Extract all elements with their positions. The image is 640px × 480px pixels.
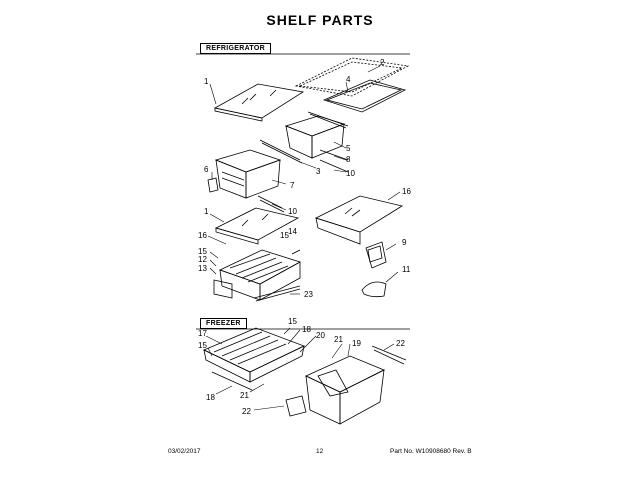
glass-shelf-part-16 — [314, 195, 404, 245]
callout-6: 6 — [204, 165, 209, 174]
callout-numbers: 1 2 4 5 8 3 10 6 7 10 1 16 16 15 14 15 1… — [198, 58, 411, 416]
drawer-part-5 — [284, 111, 349, 159]
rail-part-3 — [259, 139, 349, 173]
callout-1-lower: 1 — [204, 207, 209, 216]
freezer-bin-part-19 — [305, 355, 385, 425]
glass-shelf-part-1 — [213, 83, 305, 122]
glass-shelf-part-1-lower — [214, 207, 300, 245]
drawer-part-7 — [214, 149, 282, 199]
callout-17: 17 — [198, 329, 207, 338]
callout-8: 8 — [346, 155, 351, 164]
callout-15-upper: 15 — [280, 231, 289, 240]
section-label-freezer: FREEZER — [200, 318, 247, 329]
wire-drawer-refrigerator — [213, 249, 302, 302]
callout-10-top: 10 — [346, 169, 355, 178]
callout-21-upper: 21 — [334, 335, 343, 344]
rail-part-22 — [285, 345, 407, 417]
callout-3: 3 — [316, 167, 321, 176]
callout-16-right: 16 — [402, 187, 411, 196]
callout-20: 20 — [316, 331, 325, 340]
callout-22-right: 22 — [396, 339, 405, 348]
bin-part-9 — [365, 241, 387, 269]
section-label-refrigerator: REFRIGERATOR — [200, 43, 271, 54]
callout-1: 1 — [204, 77, 209, 86]
callout-13: 13 — [198, 264, 207, 273]
footer-date: 03/02/2017 — [168, 448, 201, 455]
callout-9: 9 — [402, 238, 407, 247]
callout-11: 11 — [402, 265, 411, 274]
callout-14: 14 — [288, 227, 297, 236]
callout-23: 23 — [304, 290, 313, 299]
callout-7: 7 — [290, 181, 295, 190]
callout-leaders — [205, 65, 401, 411]
callout-16-left: 16 — [198, 231, 207, 240]
callout-22-lower: 22 — [242, 407, 251, 416]
callout-15-freezer-left: 15 — [198, 341, 207, 350]
callout-4: 4 — [346, 75, 351, 84]
bracket-part-6 — [207, 177, 219, 193]
footer-page-number: 12 — [316, 448, 324, 455]
cap-part-11 — [361, 281, 387, 298]
callout-19: 19 — [352, 339, 361, 348]
footer-part-number: Part No. W10908680 Rev. B — [390, 448, 472, 455]
callout-18-lower: 18 — [206, 393, 215, 402]
callout-15-left: 15 — [198, 247, 207, 256]
callout-2: 2 — [380, 58, 385, 67]
callout-18-upper: 18 — [302, 325, 311, 334]
callout-10-mid: 10 — [288, 207, 297, 216]
callout-12: 12 — [198, 255, 207, 264]
callout-15-freezer-top: 15 — [288, 317, 297, 326]
page-title: SHELF PARTS — [266, 12, 374, 28]
freezer-basket-part-17 — [203, 327, 306, 391]
callout-21-lower: 21 — [240, 391, 249, 400]
callout-5: 5 — [346, 144, 351, 153]
shelf-frame-part-2 — [294, 57, 410, 113]
